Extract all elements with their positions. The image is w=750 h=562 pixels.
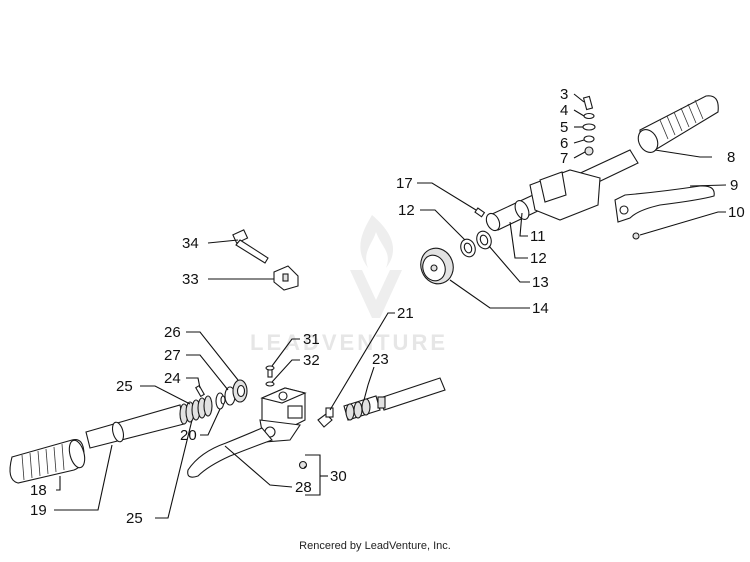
part-nut-7 — [584, 146, 594, 156]
callout-3: 3 — [560, 86, 568, 103]
callout-labels: 3 4 5 6 7 8 9 10 11 12 12 13 14 17 18 19… — [30, 86, 745, 527]
parts-diagram: LEADVENTURE — [9, 86, 745, 527]
part-washer-32 — [265, 381, 275, 387]
callout-19: 19 — [30, 502, 47, 519]
callout-34: 34 — [182, 235, 199, 252]
callout-14: 14 — [532, 300, 549, 317]
watermark-flame-icon — [360, 215, 394, 268]
part-pin-10 — [632, 232, 640, 240]
part-brake-lever-28 — [187, 427, 273, 478]
watermark-text: LEADVENTURE — [250, 330, 448, 355]
callout-12-left: 12 — [398, 202, 415, 219]
callout-27: 27 — [164, 347, 181, 364]
part-washer-4 — [583, 112, 595, 120]
callout-6: 6 — [560, 135, 568, 152]
part-washer-5 — [582, 123, 596, 131]
part-clutch-lever-9 — [614, 185, 715, 223]
callout-8: 8 — [727, 149, 735, 166]
callout-21: 21 — [397, 305, 414, 322]
callout-33: 33 — [182, 271, 199, 288]
part-left-grip-18 — [9, 439, 86, 484]
callout-18: 18 — [30, 482, 47, 499]
callout-24: 24 — [164, 370, 181, 387]
callout-4: 4 — [560, 102, 568, 119]
part-screw-31 — [265, 365, 275, 378]
callout-13: 13 — [532, 274, 549, 291]
callout-25-bottom: 25 — [126, 510, 143, 527]
part-hose-23 — [343, 377, 446, 421]
callout-11: 11 — [530, 228, 546, 245]
callout-25-top: 25 — [116, 378, 133, 395]
part-plug — [298, 460, 308, 470]
part-pin-17 — [474, 207, 486, 218]
leader-lines — [54, 93, 727, 519]
callout-30: 30 — [330, 468, 347, 485]
watermark-v-icon — [350, 270, 402, 318]
part-right-grip-8 — [637, 95, 719, 153]
left-grip-assembly — [9, 365, 446, 484]
part-tube-19 — [85, 404, 185, 449]
callout-10: 10 — [728, 204, 745, 221]
part-pin-24 — [195, 384, 205, 398]
part-screw-3 — [582, 95, 594, 111]
part-block-33 — [273, 265, 299, 291]
part-nut-26 — [232, 379, 248, 403]
callout-23: 23 — [372, 351, 389, 368]
callout-5: 5 — [560, 119, 568, 136]
callout-9: 9 — [730, 177, 738, 194]
callout-17: 17 — [396, 175, 413, 192]
callout-28: 28 — [295, 479, 312, 496]
part-bolt-34 — [232, 229, 269, 264]
footer-credit: Rencered by LeadVenture, Inc. — [299, 540, 451, 552]
callout-32: 32 — [303, 352, 320, 369]
callout-7: 7 — [560, 150, 568, 167]
right-grip-assembly — [420, 95, 719, 285]
part-fitting-21 — [317, 407, 334, 428]
watermark: LEADVENTURE — [250, 215, 448, 355]
part-spring-25 — [179, 395, 213, 425]
callout-12-right: 12 — [530, 250, 547, 267]
part-lever-bracket — [529, 169, 601, 221]
part-master-cylinder-30 — [259, 387, 307, 443]
part-pulley-14 — [420, 247, 454, 285]
part-washer-6 — [583, 135, 595, 143]
callout-20: 20 — [180, 427, 197, 444]
callout-31: 31 — [303, 331, 320, 348]
callout-26: 26 — [164, 324, 181, 341]
